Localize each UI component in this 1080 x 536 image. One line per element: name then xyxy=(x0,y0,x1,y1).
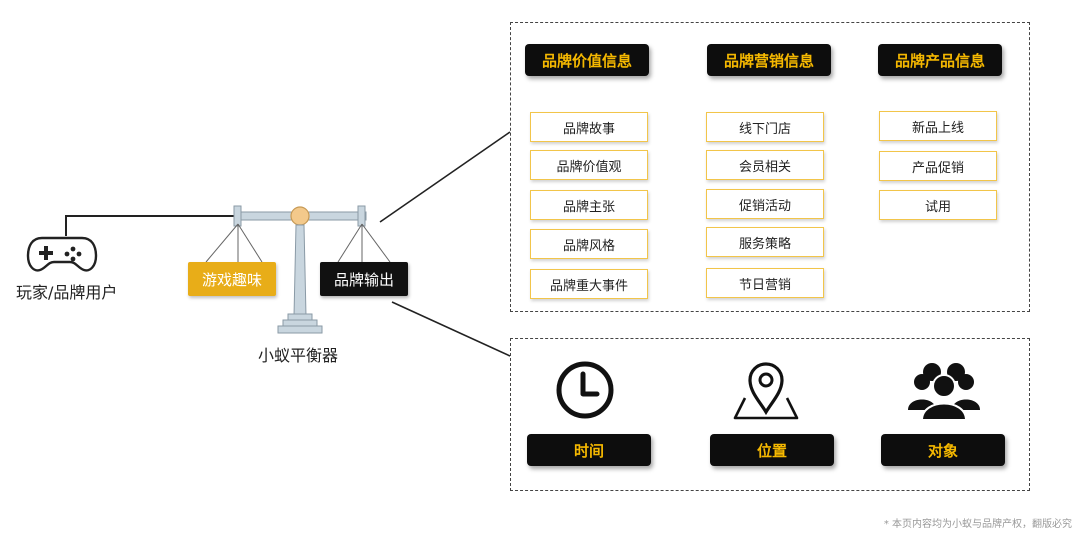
targeting-panel xyxy=(510,338,1030,491)
item-promotion-activity: 促销活动 xyxy=(706,189,824,219)
connector-line-top xyxy=(379,131,511,223)
location-pin-icon xyxy=(733,362,799,420)
item-trial: 试用 xyxy=(879,190,997,220)
balance-scale-icon xyxy=(205,205,391,334)
game-controller-icon xyxy=(26,236,98,272)
badge-audience: 对象 xyxy=(881,434,1005,466)
item-brand-proposition: 品牌主张 xyxy=(530,190,648,220)
header-brand-value: 品牌价值信息 xyxy=(525,44,649,76)
item-holiday-marketing: 节日营销 xyxy=(706,268,824,298)
scale-name-label: 小蚁平衡器 xyxy=(258,346,339,365)
item-brand-story: 品牌故事 xyxy=(530,112,648,142)
item-brand-values: 品牌价值观 xyxy=(530,150,648,180)
connector-line-bottom xyxy=(391,301,511,357)
item-new-product-launch: 新品上线 xyxy=(879,111,997,141)
item-brand-style: 品牌风格 xyxy=(530,229,648,259)
badge-location: 位置 xyxy=(710,434,834,466)
controller-cable xyxy=(65,215,238,236)
item-offline-store: 线下门店 xyxy=(706,112,824,142)
copyright-footnote: * 本页内容均为小蚁与品牌产权，翻版必究 xyxy=(883,519,1072,530)
item-service-strategy: 服务策略 xyxy=(706,227,824,257)
game-fun-label: 游戏趣味 xyxy=(188,262,276,296)
people-group-icon xyxy=(908,363,980,421)
header-brand-marketing: 品牌营销信息 xyxy=(707,44,831,76)
item-membership: 会员相关 xyxy=(706,150,824,180)
header-brand-product: 品牌产品信息 xyxy=(878,44,1002,76)
item-product-promotion: 产品促销 xyxy=(879,151,997,181)
badge-time: 时间 xyxy=(527,434,651,466)
clock-icon xyxy=(556,361,614,419)
brand-info-panel xyxy=(510,22,1030,312)
brand-output-label: 品牌输出 xyxy=(320,262,408,296)
item-brand-major-events: 品牌重大事件 xyxy=(530,269,648,299)
user-label: 玩家/品牌用户 xyxy=(16,283,118,302)
